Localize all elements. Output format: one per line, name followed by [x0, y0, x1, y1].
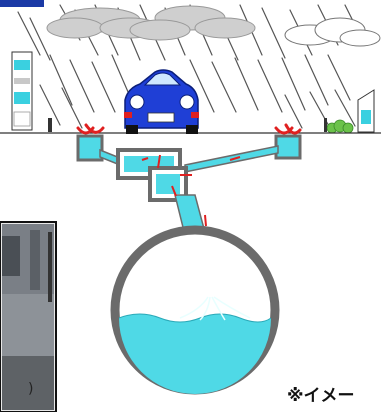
storage-tank [115, 230, 275, 394]
building-icon [12, 52, 32, 130]
building-icon [358, 90, 374, 132]
photo-caption: ) [28, 381, 33, 397]
cloud-icon [285, 18, 380, 46]
image-note: ※イメー [287, 381, 355, 406]
tree-icon [327, 120, 353, 133]
post-icon [48, 118, 52, 132]
cloud-icon [47, 6, 255, 40]
post-icon [48, 232, 52, 302]
car-icon [124, 70, 199, 134]
post-icon [324, 118, 327, 132]
header-bar-fragment [0, 0, 44, 7]
